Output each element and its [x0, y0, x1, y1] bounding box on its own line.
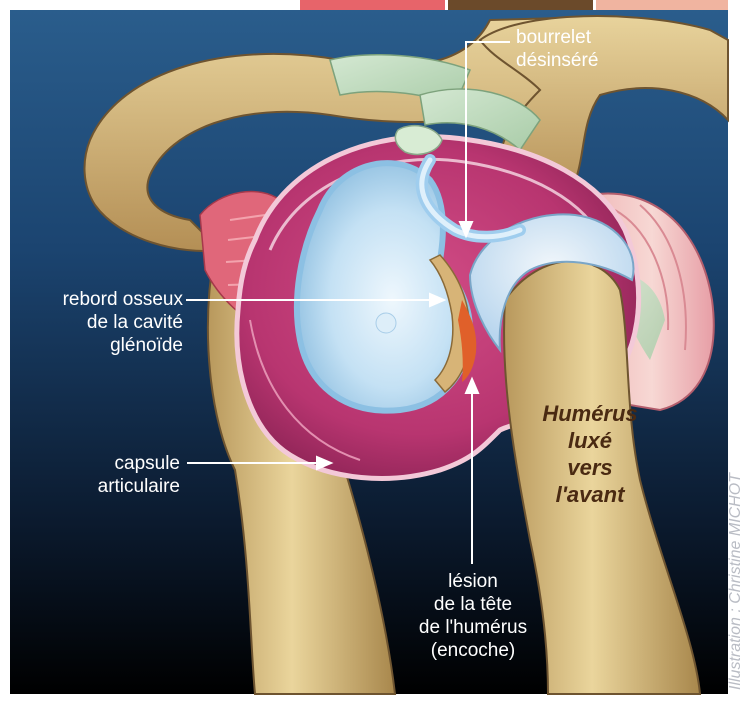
illustration-credit: Illustration : Christine MICHOT	[727, 473, 740, 690]
label-rebord-osseux: rebord osseux de la cavité glénoïde	[23, 288, 183, 357]
label-humerus-luxe: Humérus luxé vers l'avant	[520, 400, 660, 508]
label-bourrelet-desinsere: bourrelet désinséré	[516, 26, 598, 72]
label-capsule-articulaire: capsule articulaire	[40, 452, 180, 498]
label-lesion-tete-humerus: lésion de la tête de l'humérus (encoche)	[408, 570, 538, 662]
